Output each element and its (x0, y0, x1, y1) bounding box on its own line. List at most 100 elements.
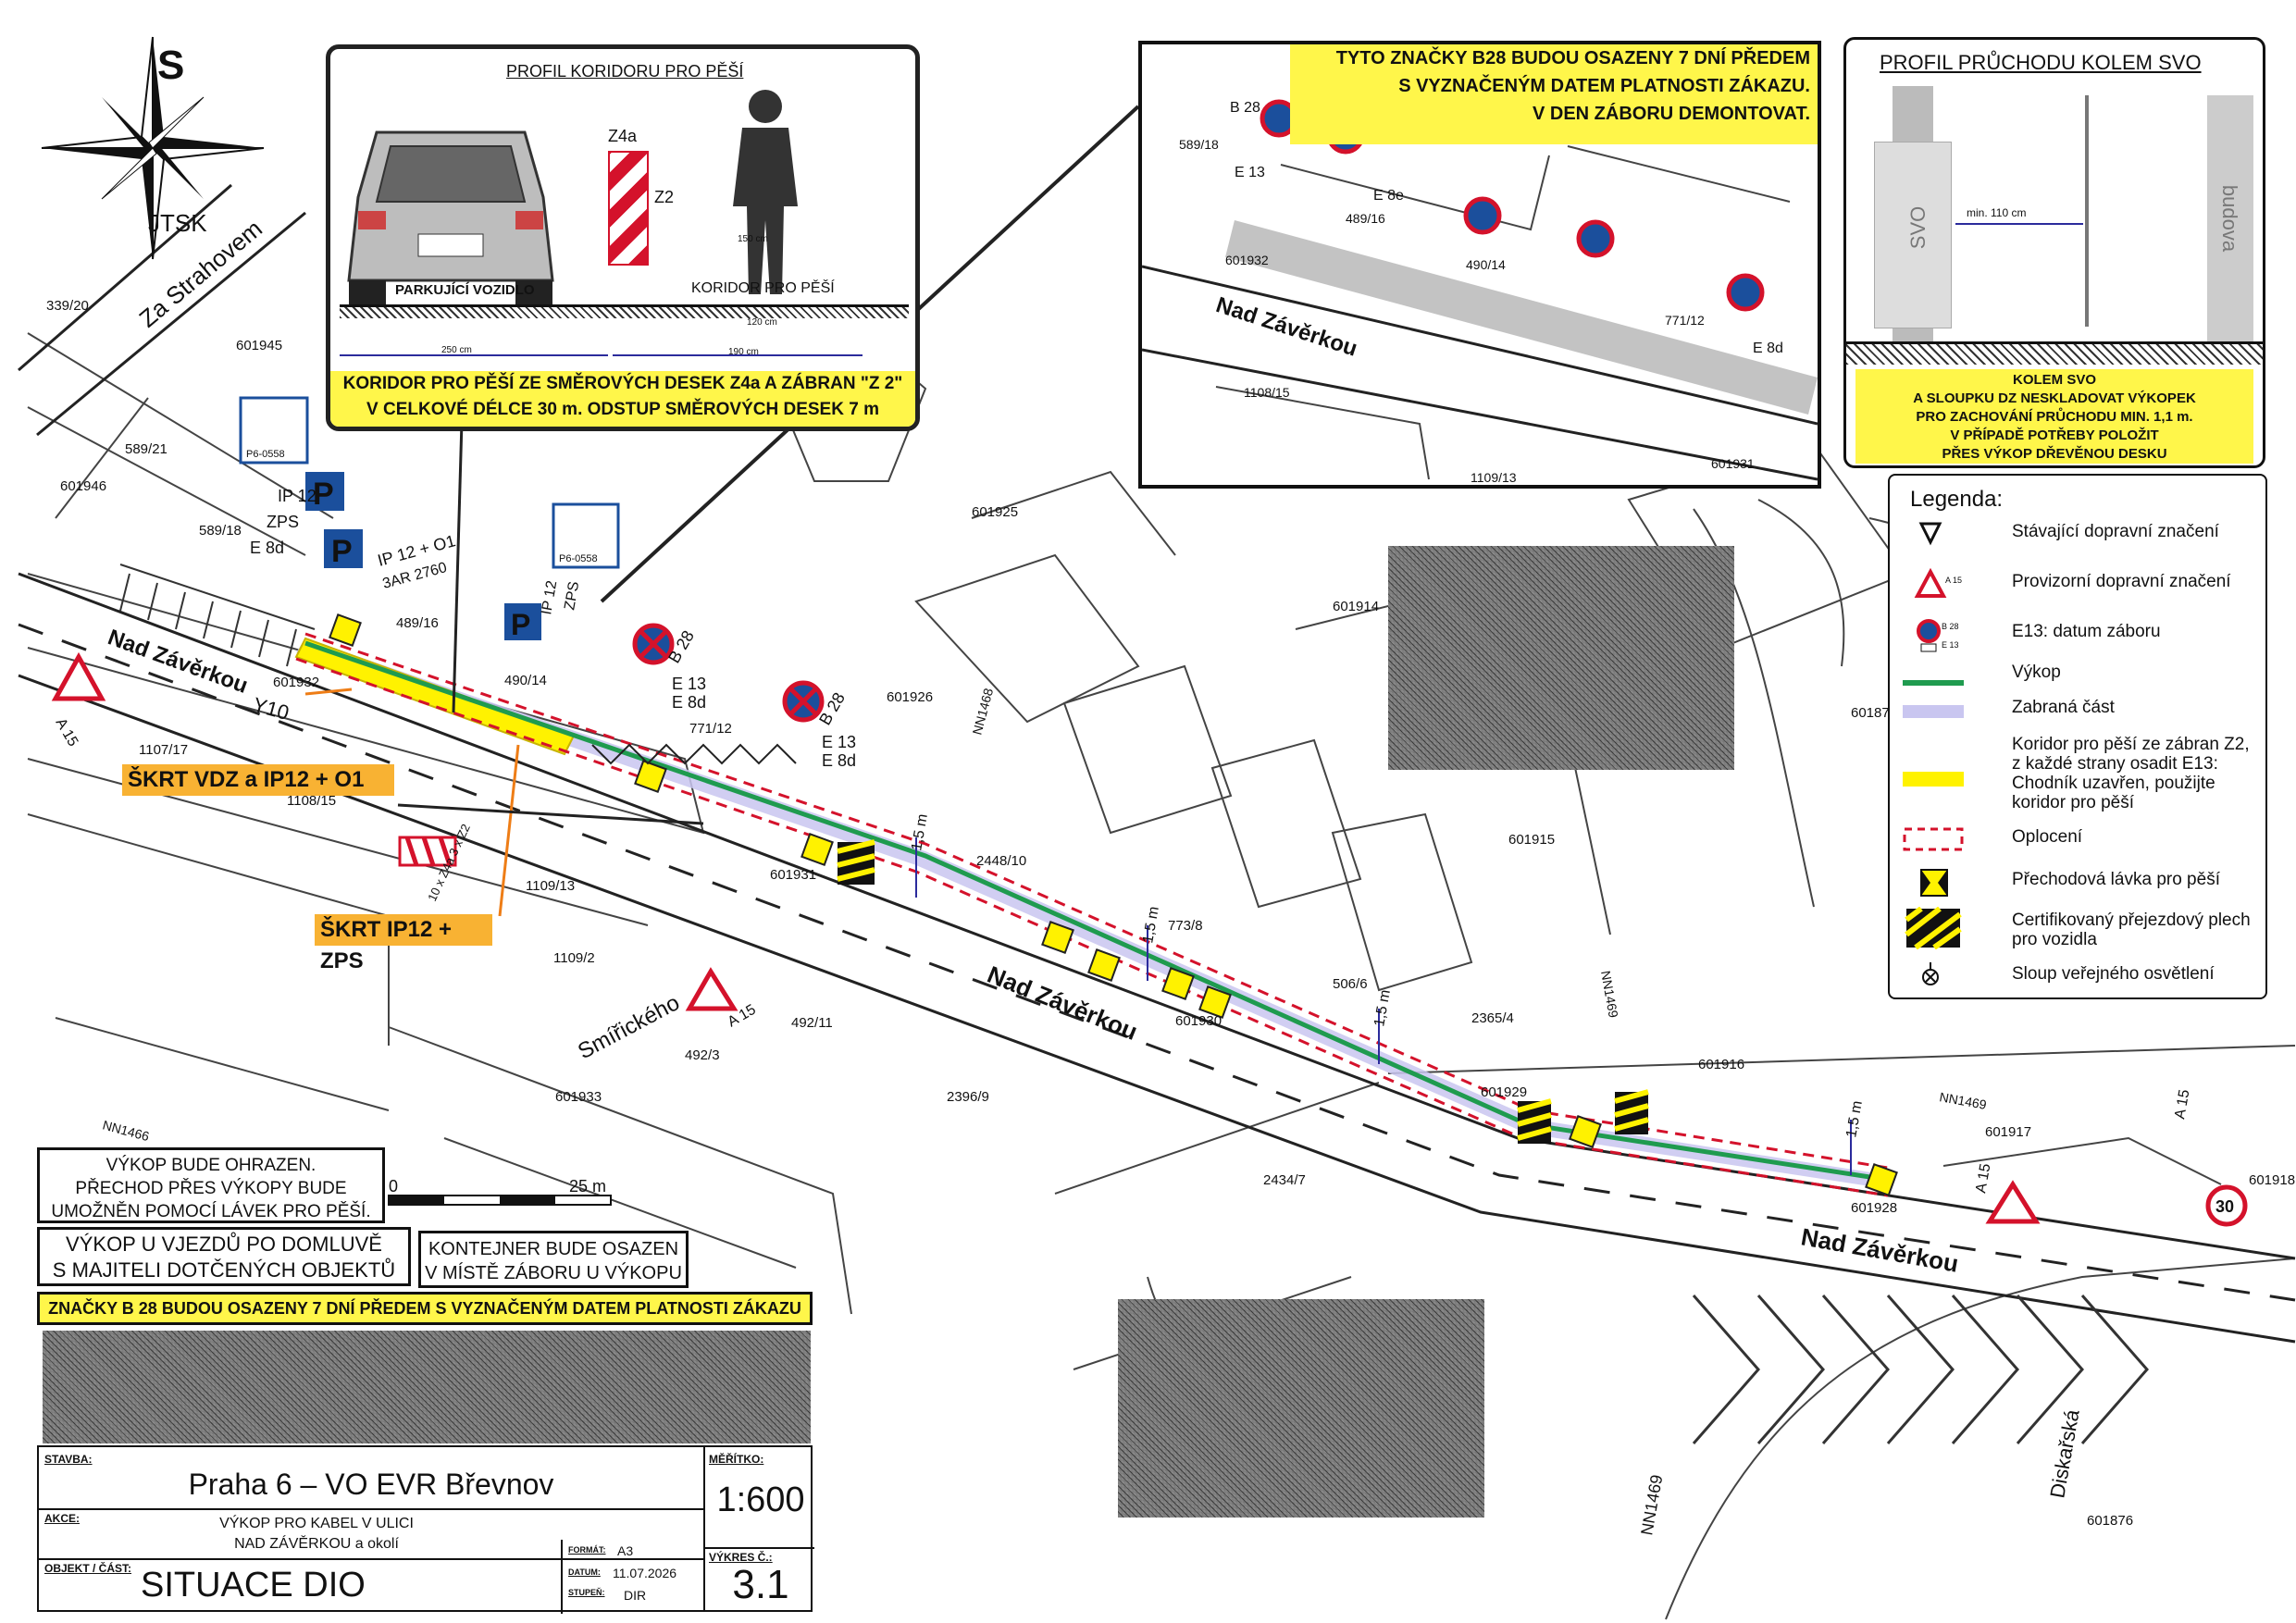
parcel: 490/14 (504, 673, 547, 688)
info-plate-1 (239, 396, 309, 465)
tb-stupen-label: STUPEŇ: (568, 1588, 605, 1597)
legend-row-existing: Stávající dopravní značení (1890, 518, 2265, 551)
svo-ground (1846, 341, 2263, 365)
svg-text:P6-0558: P6-0558 (559, 553, 598, 564)
lamp-icon (1903, 960, 1964, 994)
parcel: 601918 (2249, 1172, 2295, 1188)
parcel: 601925 (972, 504, 1018, 520)
lavka-3 (800, 833, 834, 866)
car-icon (340, 95, 562, 327)
parcel: 601928 (1851, 1200, 1897, 1216)
parcel: 601914 (1333, 599, 1379, 614)
svg-text:A 15: A 15 (53, 716, 81, 750)
parcel-numbers: 339/20 601945 589/21 601946 589/18 489/1… (46, 298, 2295, 1529)
tb-vykres: 3.1 (732, 1562, 789, 1607)
profile-note: KORIDOR PRO PĚŠÍ ZE SMĚROVÝCH DESEK Z4a … (330, 371, 915, 427)
legend-row-fence: Oplocení (1890, 824, 2265, 857)
lavka-9 (1865, 1163, 1898, 1196)
parcel: 1109/2 (553, 950, 595, 966)
green-line-icon (1903, 668, 1964, 701)
speed-sign (2205, 1184, 2248, 1227)
z4a-label: Z4a (608, 127, 638, 145)
person-icon (719, 86, 812, 299)
profile-note-line1: KORIDOR PRO PĚŠÍ ZE SMĚROVÝCH DESEK Z4a … (342, 374, 903, 393)
nn1469-a: NN1469 (1598, 970, 1621, 1020)
compass-rose (41, 36, 265, 260)
dashed-red-icon (1903, 824, 1964, 857)
ip12-sign-2 (324, 529, 363, 568)
redacted-area (43, 1331, 811, 1443)
note-kontejner: KONTEJNER BUDE OSAZEN V MÍSTĚ ZÁBORU U V… (418, 1231, 689, 1288)
detail-parcel: 601932 (1225, 253, 1269, 267)
parcel: 2365/4 (1471, 1010, 1514, 1026)
tb-meritko: 1:600 (716, 1481, 805, 1519)
note-line: V MÍSTĚ ZÁBORU U VÝKOPU (425, 1263, 682, 1283)
svg-text:P: P (331, 534, 353, 569)
detail-parcel: 1108/15 (1244, 385, 1290, 400)
nn1468: NN1468 (969, 687, 996, 737)
parcel: 773/8 (1168, 918, 1203, 934)
tb-objekt: SITUACE DIO (141, 1566, 366, 1604)
tb-datum: 11.07.2026 (613, 1566, 677, 1580)
svg-text:E 8d: E 8d (822, 751, 856, 770)
tb-format-label: FORMÁT: (568, 1545, 606, 1555)
profile-title: PROFIL KORIDORU PRO PĚŠÍ (506, 62, 744, 81)
svo-dim-line (1955, 223, 2083, 225)
parcel: 601946 (60, 478, 106, 494)
street-nad-zaverkou-2: Nad Závěrkou (984, 960, 1142, 1046)
sign-post (2085, 95, 2089, 327)
fence-line (304, 632, 1889, 1170)
note-b28: ZNAČKY B 28 BUDOU OSAZENY 7 DNÍ PŘEDEM S… (37, 1292, 813, 1325)
z2-label: Z2 (654, 188, 675, 206)
ip12-sign-3 (504, 603, 541, 640)
trench-line (304, 640, 1889, 1183)
tb-akce-2: NAD ZÁVĚRKOU a okolí (234, 1536, 399, 1552)
legend-row-occupied: Zabraná část (1890, 694, 2265, 727)
redacted-area (1118, 1299, 1484, 1518)
corridor-label: KORIDOR PRO PĚŠÍ (691, 280, 835, 296)
svg-text:E 13: E 13 (1942, 640, 1959, 650)
detail-note-line1: TYTO ZNAČKY B28 BUDOU OSAZENY 7 DNÍ PŘED… (1335, 48, 1810, 68)
compass-system: JTSK (148, 209, 207, 237)
note-vjezdy: VÝKOP U VJEZDŮ PO DOMLUVĚ S MAJITELI DOT… (37, 1227, 411, 1286)
svg-text:P: P (313, 477, 334, 512)
detail-parcel: 489/16 (1346, 211, 1385, 226)
tb-akce-1: VÝKOP PRO KABEL V ULICI (219, 1516, 414, 1531)
lavka-5 (1087, 948, 1121, 982)
z4a-board-icon (608, 151, 649, 266)
zps-b-label: ZPS (562, 580, 582, 612)
distance-markers (915, 837, 1852, 1175)
scale-25: 25 m (569, 1177, 606, 1196)
e8d-a-label: E 8d (250, 539, 284, 557)
z2-barriers (591, 743, 797, 765)
note-line: UMOŽNĚN POMOCÍ LÁVEK PRO PĚŠÍ. (51, 1202, 371, 1221)
parcel: 601930 (1175, 1013, 1222, 1029)
svg-text:P6-0558: P6-0558 (246, 449, 285, 460)
lavka-4 (1041, 921, 1074, 954)
parking-lot-marks (1692, 1295, 2149, 1444)
svg-text:A 15: A 15 (1945, 576, 1962, 585)
dist-1: 1,5 m (909, 812, 931, 851)
tb-datum-label: DATUM: (568, 1567, 601, 1577)
lavka-6 (1161, 967, 1195, 1000)
svg-text:A 15: A 15 (2172, 1088, 2192, 1121)
callout-skrt-ip12: ŠKRT IP12 + ZPS (315, 914, 492, 973)
detail-map (1142, 99, 1818, 481)
scale-bar (388, 1195, 612, 1206)
detail-e8d: E 8d (1753, 341, 1783, 356)
detail-e13: E 13 (1235, 165, 1265, 180)
parcel: 492/3 (685, 1047, 720, 1063)
svg-text:E 13: E 13 (672, 675, 706, 693)
parcel: 339/20 (46, 298, 89, 314)
a15-icon: A 15 (1903, 567, 1964, 601)
svo-inset: PROFIL PRŮCHODU KOLEM SVO SVO budova min… (1843, 37, 2265, 468)
vehicle-plates (837, 839, 1649, 1144)
tb-vykres-label: VÝKRES Č.: (709, 1551, 773, 1564)
a15-sign-1 (51, 651, 106, 701)
svg-text:E 13: E 13 (822, 733, 856, 751)
zps-a-label: ZPS (267, 513, 299, 531)
info-plate-2 (552, 502, 620, 569)
ip12-a-label: IP 12 (278, 487, 316, 505)
detail-parcel: 490/14 (1466, 257, 1506, 272)
